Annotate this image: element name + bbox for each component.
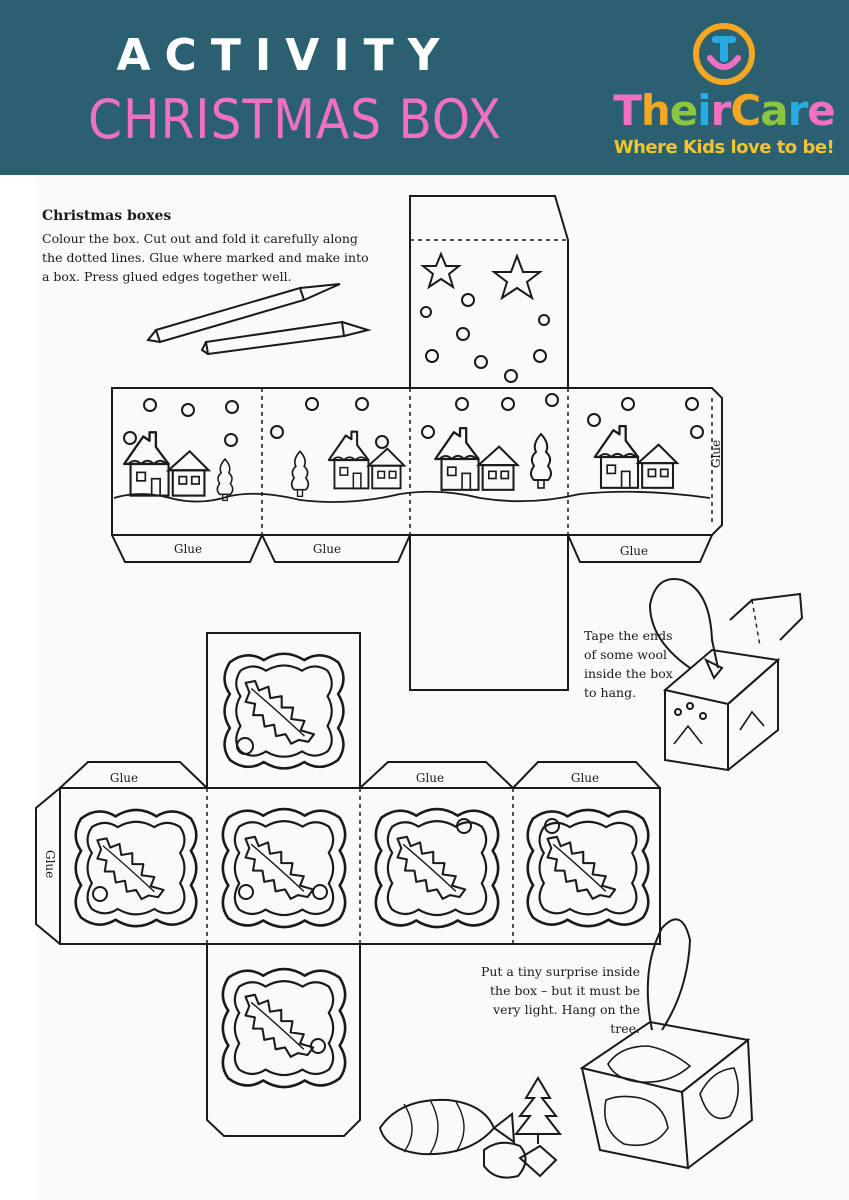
- glue-label: Glue: [313, 542, 341, 556]
- logo-tagline: Where Kids love to be!: [613, 137, 835, 158]
- instructions-title: Christmas boxes: [42, 208, 172, 224]
- house-box-template: [111, 195, 723, 691]
- smiley-t-logo-icon: [693, 23, 755, 85]
- glue-label: Glue: [620, 544, 648, 558]
- page-title: CHRISTMAS BOX: [88, 88, 502, 151]
- holly-box-ornament: [579, 918, 754, 1170]
- glue-label: Glue: [571, 771, 599, 785]
- logo-letter: C: [730, 86, 761, 135]
- pencils-icon: [146, 283, 372, 356]
- logo-letter: h: [640, 86, 671, 135]
- surprise-note: Put a tiny surprise inside the box – but…: [480, 964, 640, 1036]
- sweets-illustration: [378, 1076, 563, 1179]
- activity-kicker: ACTIVITY: [116, 30, 454, 81]
- logo-letter: a: [760, 86, 788, 135]
- glue-label: Glue: [174, 542, 202, 556]
- logo-letter: e: [807, 86, 835, 135]
- worksheet-paper: [36, 175, 849, 1200]
- glue-label: Glue: [709, 440, 723, 468]
- holly-box-template: [35, 632, 661, 1137]
- glue-label: Glue: [110, 771, 138, 785]
- logo-letter: r: [787, 86, 809, 135]
- hang-note: Tape the ends of some wool inside the bo…: [584, 628, 673, 700]
- header-banner: ACTIVITY CHRISTMAS BOX TheirCare Where K…: [0, 0, 849, 175]
- logo-letter: r: [710, 86, 732, 135]
- logo-letter: i: [697, 86, 711, 135]
- glue-label: Glue: [416, 771, 444, 785]
- instructions-body: Colour the box. Cut out and fold it care…: [42, 231, 369, 284]
- hanging-box-ornament: [648, 578, 804, 772]
- logo-letter: e: [669, 86, 698, 135]
- logo-letter: T: [613, 86, 642, 135]
- glue-label: Glue: [43, 850, 57, 878]
- logo-wordmark: TheirCare: [606, 86, 842, 135]
